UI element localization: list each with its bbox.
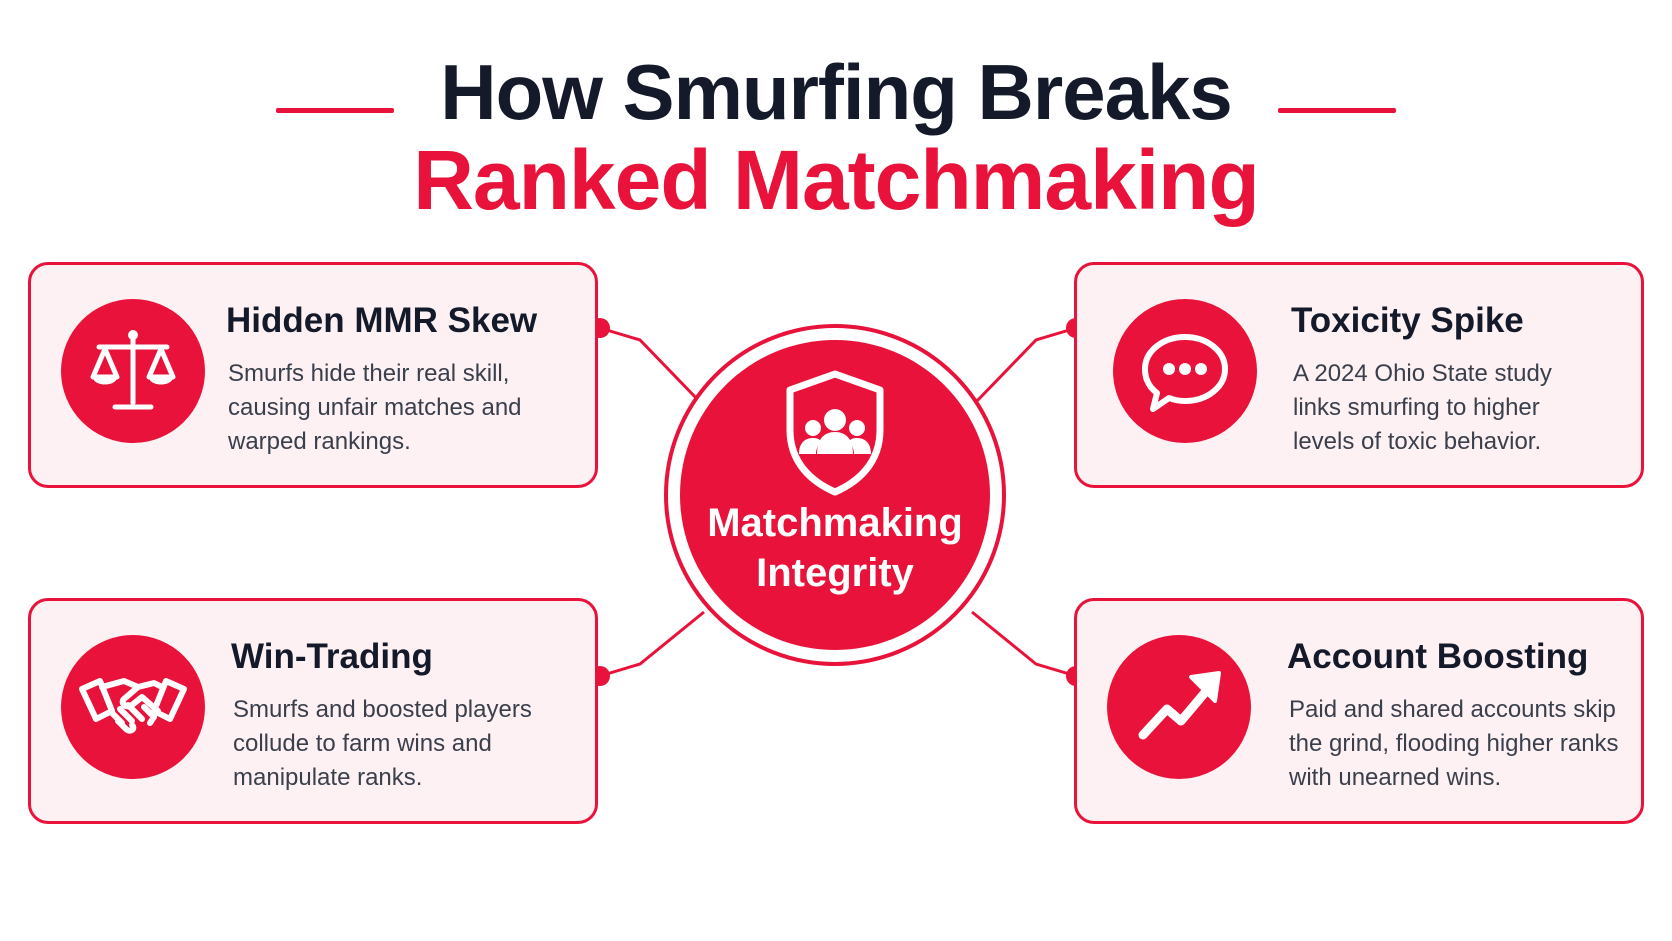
- hub-label: Matchmaking Integrity: [680, 498, 990, 598]
- title-line-2: Ranked Matchmaking: [413, 133, 1260, 227]
- card-heading: Hidden MMR Skew: [226, 301, 538, 340]
- card-heading: Toxicity Spike: [1291, 301, 1524, 340]
- title-rule-left: [276, 108, 394, 113]
- card-hidden-mmr-skew: Hidden MMR Skew Smurfs hide their real s…: [28, 262, 598, 488]
- title-rule-right: [1278, 108, 1396, 113]
- chat-bubble-icon: [1142, 334, 1228, 412]
- scales-icon-badge: [61, 299, 205, 443]
- chat-bubble-icon-badge: [1113, 299, 1257, 443]
- handshake-icon: [79, 678, 187, 734]
- hub-label-line-2: Integrity: [756, 551, 914, 595]
- card-heading: Win-Trading: [231, 637, 433, 676]
- card-account-boosting: Account Boosting Paid and shared account…: [1074, 598, 1644, 824]
- shield-people-icon: [780, 368, 890, 498]
- card-toxicity-spike: Toxicity Spike A 2024 Ohio State study l…: [1074, 262, 1644, 488]
- trend-up-icon-badge: [1107, 635, 1251, 779]
- card-heading: Account Boosting: [1287, 637, 1589, 676]
- title-line-1: How Smurfing Breaks: [440, 48, 1233, 136]
- handshake-icon-badge: [61, 635, 205, 779]
- scales-icon: [90, 330, 176, 410]
- card-text: Smurfs hide their real skill, causing un…: [228, 360, 522, 455]
- card-win-trading: Win-Trading Smurfs and boosted players c…: [28, 598, 598, 824]
- hub-label-line-1: Matchmaking: [707, 501, 963, 545]
- trend-up-icon: [1138, 671, 1221, 740]
- card-text: Smurfs and boosted players collude to fa…: [233, 696, 532, 791]
- card-text: A 2024 Ohio State study links smurfing t…: [1293, 360, 1552, 455]
- card-text: Paid and shared accounts skip the grind,…: [1289, 696, 1619, 791]
